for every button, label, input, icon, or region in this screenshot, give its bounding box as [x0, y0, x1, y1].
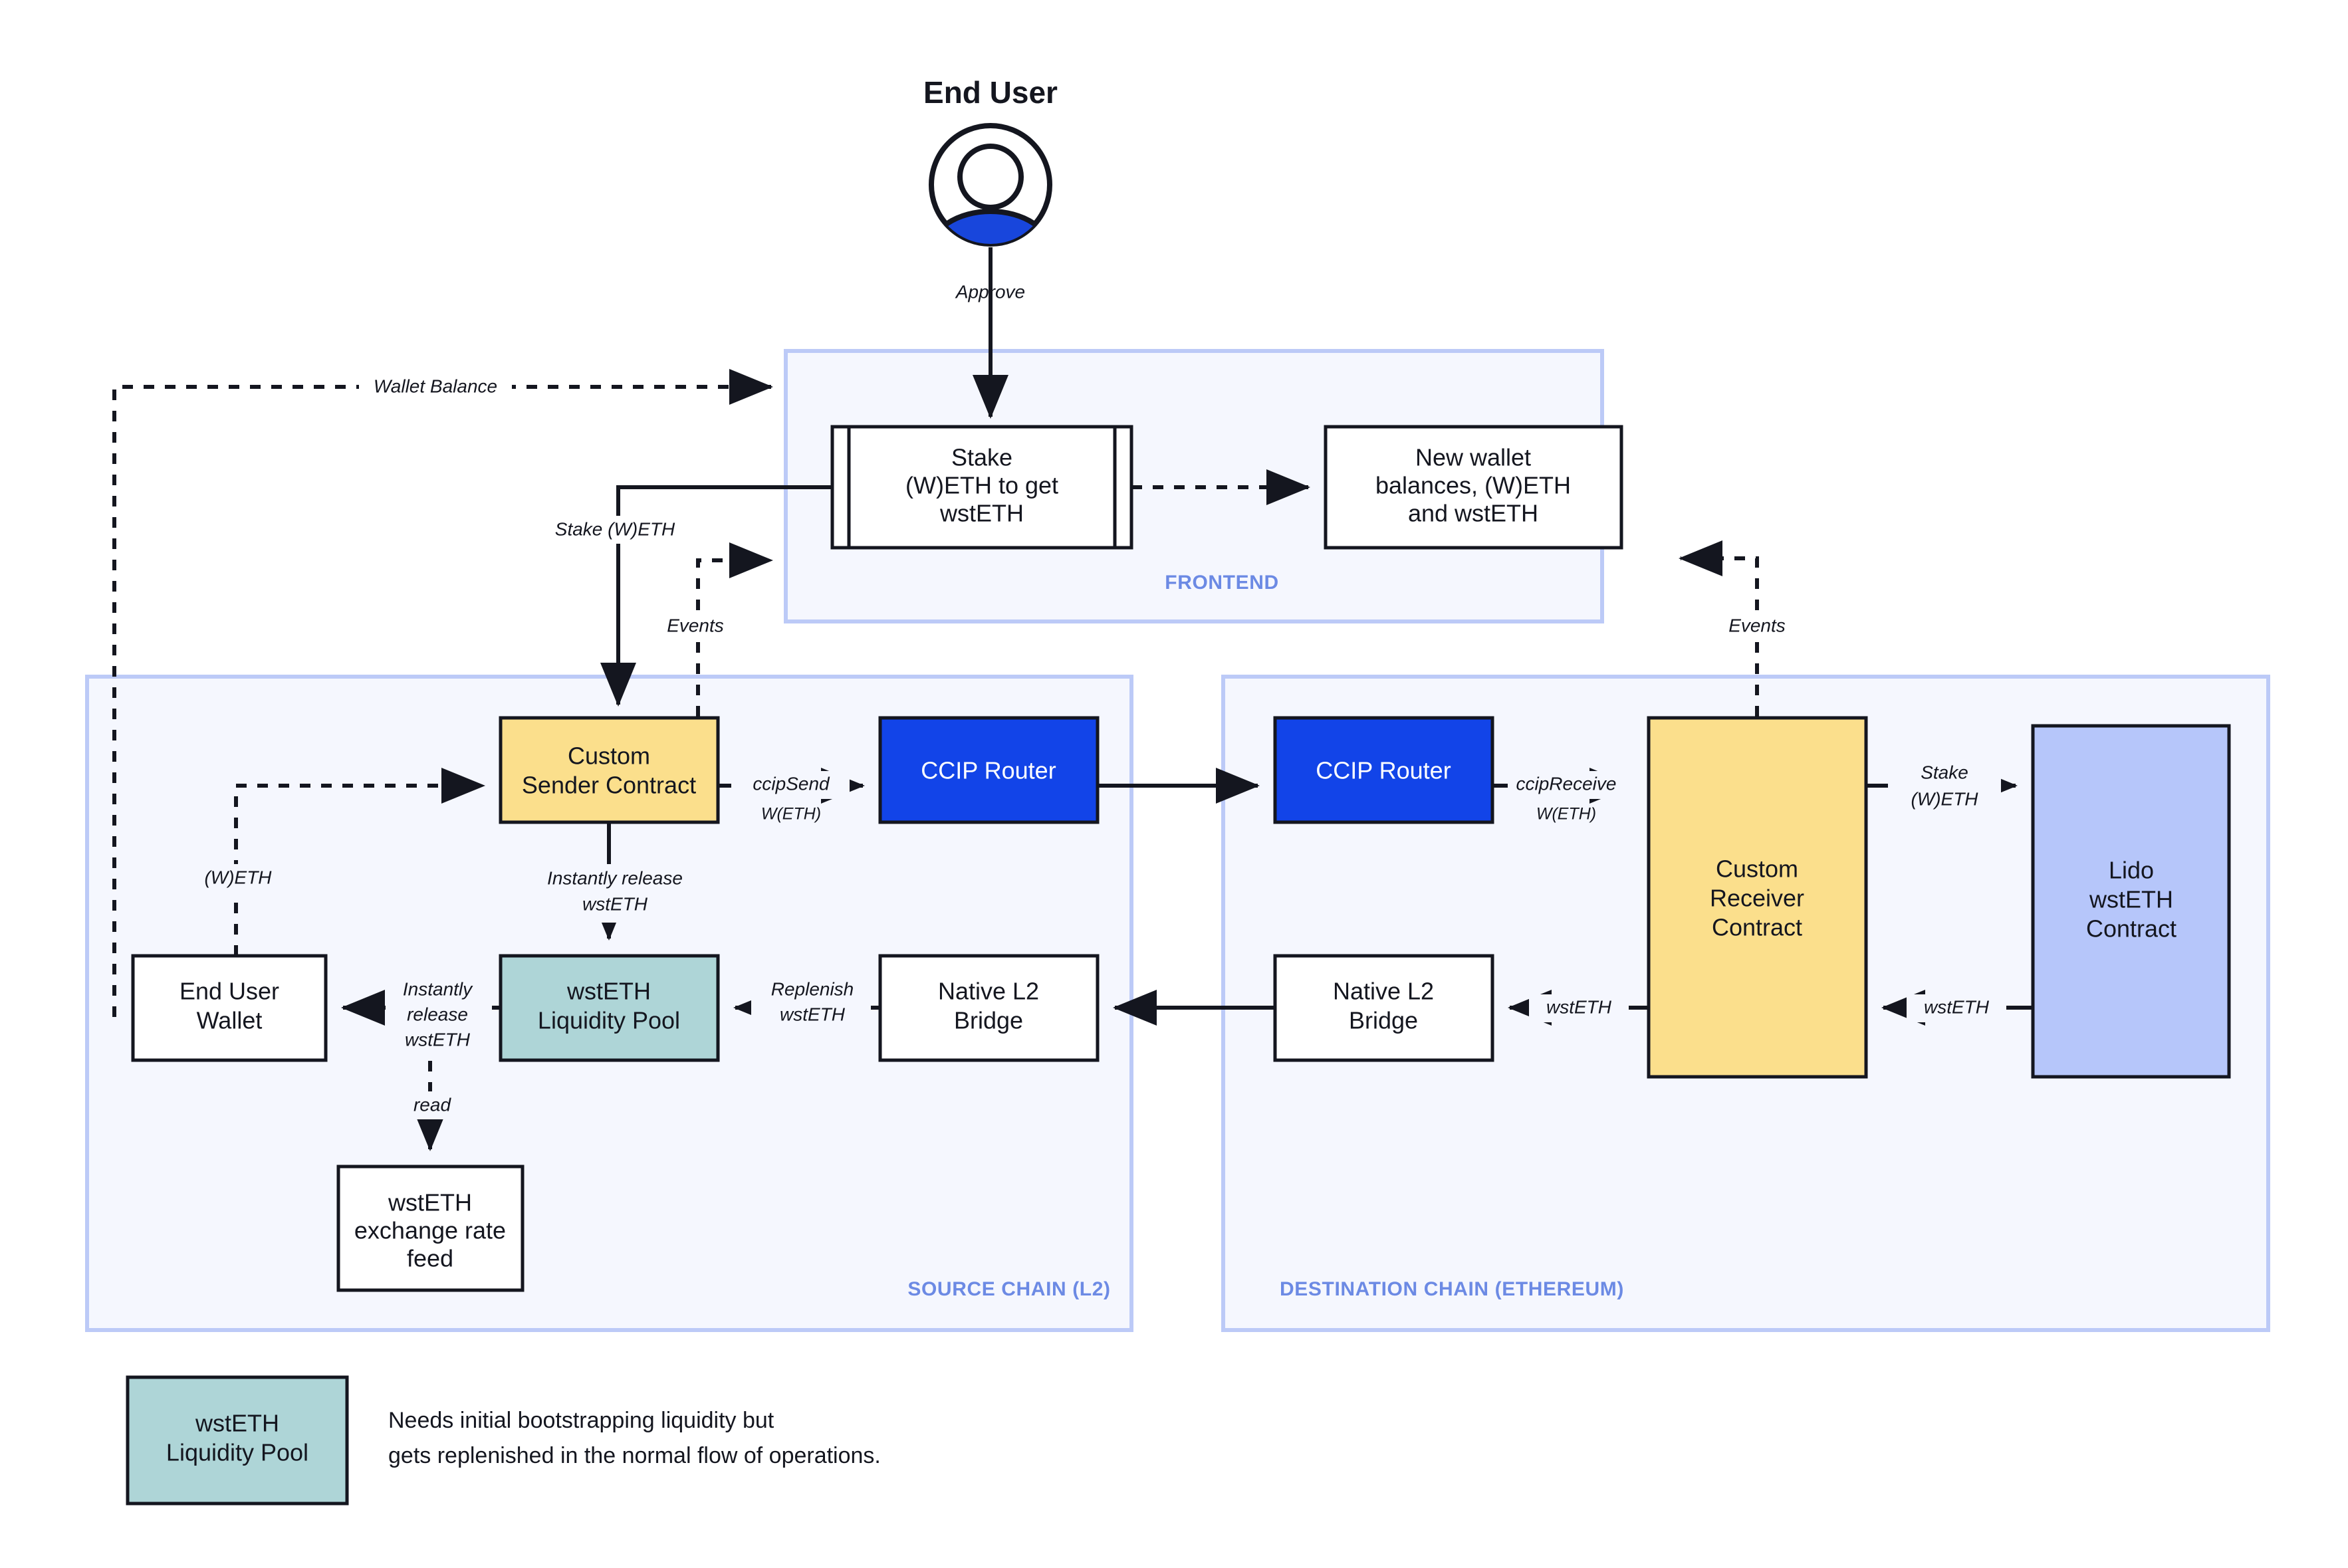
node-native-l2-bridge-source[interactable]: Native L2 Bridge — [878, 954, 1100, 1062]
node-native-l2-bridge-destination[interactable]: Native L2 Bridge — [1273, 954, 1494, 1062]
legend-note-line1: Needs initial bootstrapping liquidity bu… — [388, 1408, 774, 1433]
node-custom-receiver-line2: Receiver — [1710, 885, 1804, 912]
edge-instant-release-label-bg — [532, 864, 698, 923]
node-custom-receiver-contract[interactable]: Custom Receiver Contract — [1647, 716, 1868, 1079]
edge-pool-wallet-line2: release — [407, 1004, 468, 1024]
edge-weth-label-bg — [186, 864, 293, 892]
legend-swatch-line2: Liquidity Pool — [166, 1439, 308, 1466]
edge-wsteth-receiver-label-bg — [1529, 994, 1629, 1022]
edge-wallet-balance-label: Wallet Balance — [374, 376, 497, 396]
node-bridge-dst-line2: Bridge — [1349, 1007, 1418, 1034]
edge-stake-weth-dst-line2: (W)ETH — [1911, 788, 1978, 809]
node-new-balances-line1: New wallet — [1415, 444, 1531, 471]
edge-instant-release-line1: Instantly release — [547, 867, 683, 888]
edge-stake-weth — [600, 485, 832, 707]
node-rate-feed-line1: wstETH — [388, 1189, 472, 1216]
edge-ccip-send-label-bg — [731, 771, 850, 799]
edge-events-destination-label: Events — [1728, 615, 1786, 635]
node-wsteth-exchange-rate-feed[interactable]: wstETH exchange rate feed — [336, 1165, 525, 1292]
edge-wsteth-receiver-label: wstETH — [1546, 996, 1612, 1017]
edge-weth-to-sender — [234, 768, 485, 956]
node-lido-line1: Lido — [2109, 857, 2154, 884]
user-avatar-icon — [929, 123, 1052, 247]
edge-events-destination — [1679, 540, 1759, 717]
edge-replenish-line1: Replenish — [771, 978, 854, 999]
edge-replenish-line2: wstETH — [780, 1004, 846, 1024]
node-bridge-src-line2: Bridge — [954, 1007, 1023, 1034]
node-ccip-router-source[interactable]: CCIP Router — [878, 716, 1100, 824]
edge-wsteth-lido-label: wstETH — [1924, 996, 1990, 1017]
node-stake-form-line3: wstETH — [939, 500, 1024, 527]
node-custom-receiver-line3: Contract — [1712, 914, 1802, 941]
container-source-chain-label: SOURCE CHAIN (L2) — [907, 1278, 1110, 1300]
edge-ccip-send-sublabel: W(ETH) — [761, 805, 821, 824]
node-custom-receiver-line1: Custom — [1716, 855, 1798, 883]
node-ccip-router-destination[interactable]: CCIP Router — [1273, 716, 1494, 824]
node-lido-line2: wstETH — [2089, 886, 2173, 913]
node-custom-sender-line1: Custom — [568, 742, 650, 770]
container-frontend-label: FRONTEND — [1165, 572, 1278, 594]
edge-read-label-bg — [396, 1091, 469, 1119]
container-destination-chain-label: DESTINATION CHAIN (ETHEREUM) — [1280, 1278, 1624, 1300]
edge-ccip-receive-label: ccipReceive — [1516, 773, 1617, 794]
node-ccip-router-dst-label: CCIP Router — [1316, 757, 1451, 784]
legend-swatch-line1: wstETH — [195, 1410, 279, 1437]
node-end-user-wallet[interactable]: End User Wallet — [131, 954, 328, 1062]
node-new-wallet-balances[interactable]: New wallet balances, (W)ETH and wstETH — [1324, 425, 1623, 550]
edge-wallet-balance-label-bg — [359, 371, 512, 403]
edge-events-source-label-bg — [651, 613, 751, 641]
node-stake-form[interactable]: Stake (W)ETH to get wstETH — [830, 425, 1133, 550]
edge-wsteth-lido-label-bg — [1907, 994, 2006, 1022]
edge-ccip-receive-sublabel: W(ETH) — [1536, 805, 1596, 824]
node-ccip-router-src-label: CCIP Router — [921, 757, 1056, 784]
edge-instant-release-line2: wstETH — [582, 893, 648, 914]
node-lido-wsteth-contract[interactable]: Lido wstETH Contract — [2031, 724, 2231, 1079]
edge-events-dest-label-bg — [1708, 613, 1808, 641]
edge-stake-weth-dst-label-bg — [1888, 758, 2001, 815]
edge-approve-label: Approve — [955, 281, 1025, 302]
node-new-balances-line3: and wstETH — [1408, 500, 1538, 527]
edge-pool-wallet-line3: wstETH — [405, 1029, 471, 1050]
edge-stake-weth-dst-line1: Stake — [1921, 762, 1968, 782]
node-stake-form-line1: Stake — [951, 444, 1012, 471]
edge-replenish-label-bg — [751, 974, 871, 1036]
node-new-balances-line2: balances, (W)ETH — [1375, 472, 1571, 499]
node-lido-line3: Contract — [2086, 915, 2176, 943]
edge-events-source — [696, 542, 773, 717]
edge-pool-to-wallet-label-bg — [386, 974, 492, 1061]
node-end-user-wallet-line1: End User — [179, 978, 279, 1005]
node-stake-form-line2: (W)ETH to get — [905, 472, 1058, 499]
edge-stake-weth-label: Stake (W)ETH — [555, 518, 675, 539]
legend-note-line2: gets replenished in the normal flow of o… — [388, 1443, 881, 1468]
node-bridge-dst-line1: Native L2 — [1333, 978, 1434, 1005]
node-bridge-src-line1: Native L2 — [938, 978, 1039, 1005]
node-liquidity-pool-line2: Liquidity Pool — [538, 1007, 680, 1034]
edge-events-source-label: Events — [667, 615, 724, 635]
node-custom-sender-line2: Sender Contract — [522, 772, 696, 799]
edge-wallet-balance — [112, 369, 773, 1017]
edge-pool-wallet-line1: Instantly — [403, 978, 473, 999]
edge-ccip-send-label: ccipSend — [753, 773, 830, 794]
edge-ccip-receive-label-bg — [1508, 771, 1638, 799]
node-rate-feed-line3: feed — [407, 1245, 453, 1272]
edge-stake-weth-label-bg — [538, 516, 691, 544]
node-liquidity-pool-line1: wstETH — [566, 978, 651, 1005]
node-custom-sender-contract[interactable]: Custom Sender Contract — [499, 716, 720, 824]
legend-swatch-liquidity-pool: wstETH Liquidity Pool — [126, 1375, 349, 1506]
node-rate-feed-line2: exchange rate — [354, 1217, 506, 1244]
node-wsteth-liquidity-pool[interactable]: wstETH Liquidity Pool — [499, 954, 720, 1062]
end-user-title: End User — [923, 75, 1058, 110]
edge-read-label: read — [413, 1094, 451, 1115]
node-end-user-wallet-line2: Wallet — [197, 1007, 263, 1034]
edge-weth-label: (W)ETH — [204, 867, 272, 887]
